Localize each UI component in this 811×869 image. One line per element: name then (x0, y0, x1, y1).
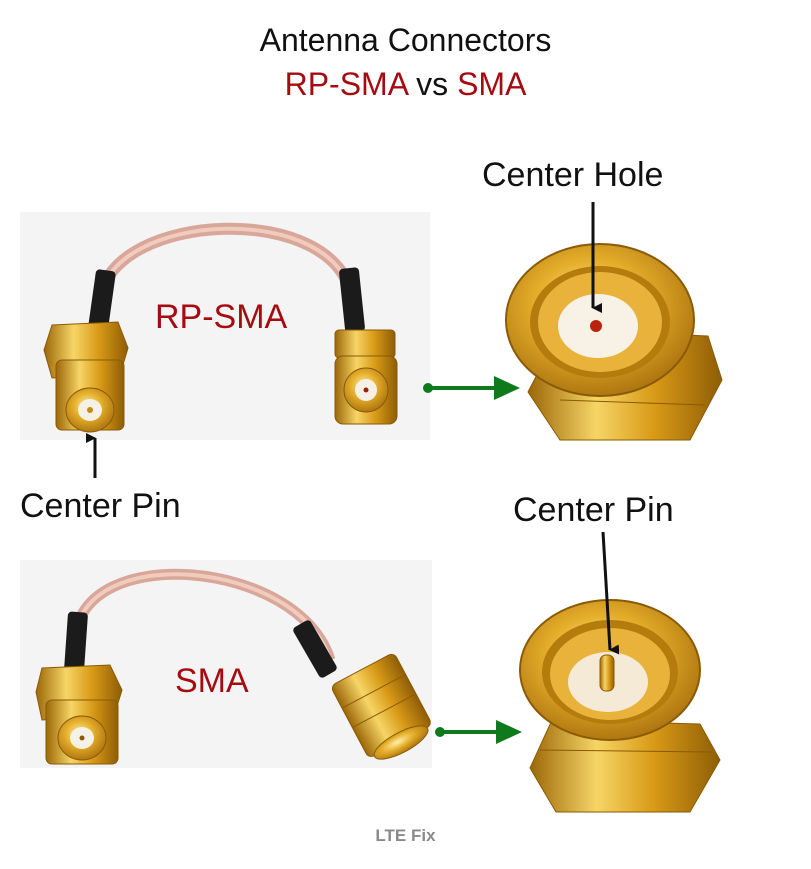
rpsma-closeup-hole (590, 320, 602, 332)
sma-cable-wire-highlight (73, 572, 332, 661)
page-title: Antenna Connectors (259, 22, 552, 58)
rpsma-closeup (505, 243, 723, 441)
page-subtitle: RP-SMA vs SMA (0, 66, 811, 103)
footer-credit: LTE Fix (375, 826, 436, 845)
arrow-top-icon (423, 376, 520, 400)
sma-right-plug (331, 653, 431, 760)
center-pin-right-label: Center Pin (513, 491, 674, 529)
subtitle-rpsma: RP-SMA (284, 66, 408, 102)
center-pin-right-pointer-icon (601, 531, 620, 655)
rpsma-right-collar (334, 329, 396, 359)
sma-closeup-hex (529, 719, 721, 813)
sma-right-boot (293, 620, 337, 678)
center-hole-label: Center Hole (482, 156, 664, 194)
sma-left-boot (64, 611, 88, 673)
subtitle-sma: SMA (457, 66, 527, 102)
rpsma-right-hole (363, 387, 369, 393)
sma-closeup (519, 599, 721, 813)
subtitle-vs: vs (407, 66, 458, 102)
rpsma-right-boot (339, 267, 365, 333)
sma-right-face (373, 725, 429, 760)
arrow-bottom-icon (435, 720, 522, 744)
sma-left-hole (79, 735, 85, 741)
rpsma-cable-wire (94, 222, 358, 302)
rpsma-left-boot (88, 269, 116, 331)
sma-cable-label: SMA (175, 662, 249, 700)
center-pin-left-label: Center Pin (20, 487, 181, 525)
rpsma-left-pin (87, 407, 93, 413)
rpsma-cable-label: RP-SMA (155, 298, 288, 336)
sma-closeup-pin (599, 654, 615, 692)
rpsma-cable-wire-highlight (98, 226, 354, 301)
